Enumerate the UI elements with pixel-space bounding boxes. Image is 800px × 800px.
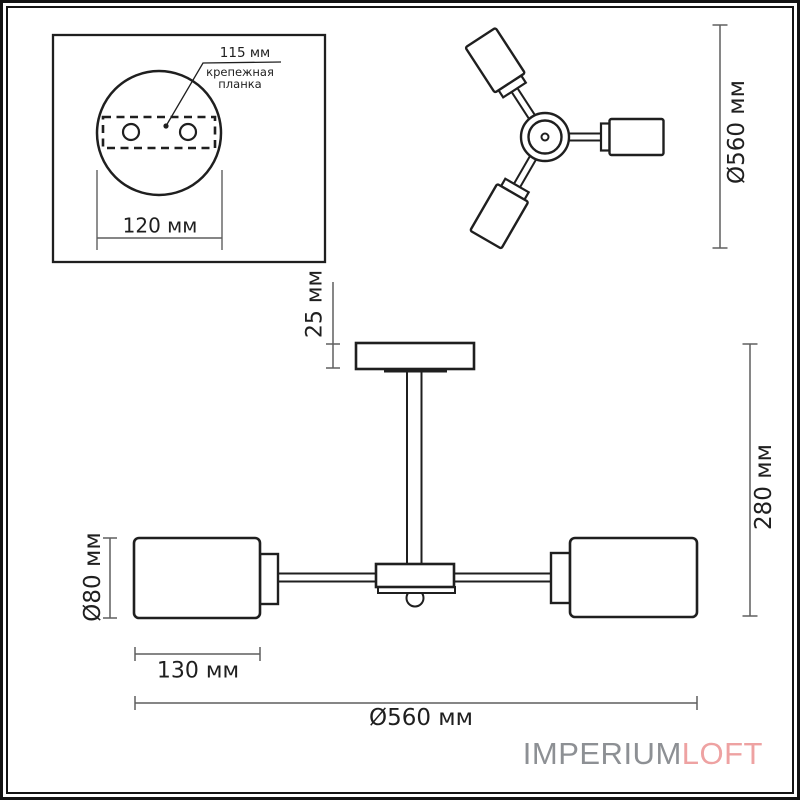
central-hub [374, 562, 456, 589]
dim-25-lines [326, 282, 340, 369]
shade-length-label: 130 мм [156, 658, 240, 684]
arm-upper-left [464, 27, 540, 126]
canopy-height-label: 25 мм [302, 269, 328, 339]
mounting-plate-detail [51, 33, 327, 264]
brand-logo-secondary: LOFT [681, 736, 763, 771]
ceiling-plate-circle [95, 69, 223, 197]
canopy [354, 341, 476, 371]
dim-80-lines [103, 537, 117, 619]
arm-right [562, 117, 665, 157]
canopy-underplate [384, 368, 447, 373]
top-view-drawing [464, 24, 728, 250]
mounting-hole-right [178, 122, 198, 142]
right-shade [568, 536, 699, 619]
fixture-height-label: 280 мм [750, 444, 777, 530]
bracket-name-label: крепежная планка [206, 64, 274, 91]
dim-560-top-lines [712, 24, 728, 249]
dim-280-lines [742, 343, 758, 617]
total-diameter-label: Ø560 мм [368, 704, 474, 731]
brand-logo: IMPERIUMLOFT [523, 736, 763, 772]
dim-120-lines [96, 170, 223, 250]
bracket-width-label: 115 мм [219, 44, 271, 61]
leader-line [165, 61, 282, 127]
brand-logo-primary: IMPERIUM [522, 736, 682, 771]
left-shade [132, 536, 262, 620]
shade-diameter-label: Ø80 мм [79, 532, 106, 622]
mounting-bracket-dashed-rect [101, 115, 217, 150]
side-view-drawing [103, 282, 758, 710]
dim-560-bottom-lines [134, 696, 698, 710]
dim-130-lines [134, 647, 261, 661]
detail-box-border [51, 33, 327, 264]
plate-width-label: 120 мм [122, 213, 198, 238]
side-arms [278, 572, 552, 583]
right-socket [549, 551, 572, 605]
top-view-diameter-label: Ø560 мм [723, 79, 750, 185]
left-socket [258, 552, 280, 606]
hub-center-hole [540, 132, 550, 142]
mounting-hole-left [121, 122, 141, 142]
